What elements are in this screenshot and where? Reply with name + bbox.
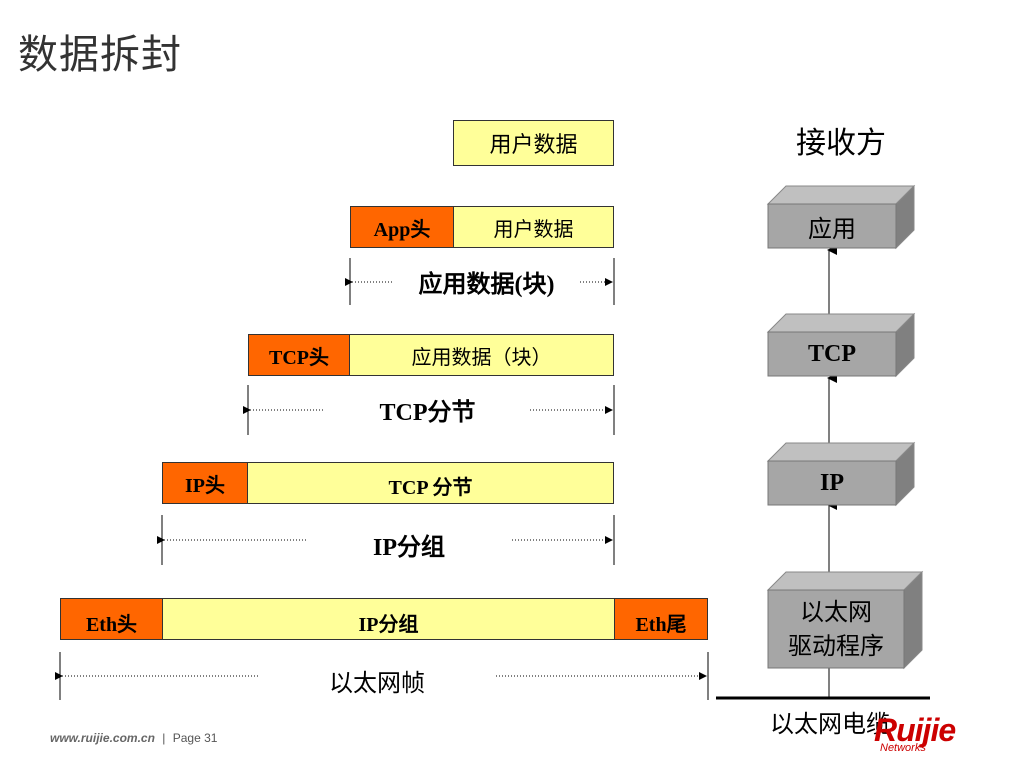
- tcp-segment-span-bracket: [243, 385, 615, 435]
- ip-header-box: IP头: [162, 462, 248, 504]
- tcp-segment-span-label: TCP分节: [327, 390, 528, 428]
- footer-url: www.ruijie.com.cn: [50, 731, 155, 745]
- eth-frame-span-label: 以太网帧: [260, 660, 494, 700]
- layer-label-tcp: TCP: [808, 340, 856, 367]
- layer-label-app: 应用: [808, 214, 856, 243]
- layer-block-driver: [766, 570, 924, 670]
- eth-trailer-box: Eth尾: [614, 598, 708, 640]
- footer: www.ruijie.com.cn | Page 31: [50, 731, 217, 745]
- cable-label: 以太网电缆: [770, 710, 890, 738]
- layer-block-ip: [766, 441, 916, 507]
- app-data-span-label: 应用数据(块): [395, 264, 578, 298]
- eth-payload-box: IP分组: [162, 598, 615, 640]
- layer-label-ip: IP: [820, 469, 844, 496]
- app-user-data-box: 用户数据: [453, 206, 614, 248]
- eth-frame-span-bracket: [55, 652, 709, 700]
- ip-packet-span-bracket: [157, 515, 615, 565]
- eth-header-box: Eth头: [60, 598, 163, 640]
- tcp-payload-box: 应用数据（块）: [349, 334, 614, 376]
- receiver-label: 接收方: [796, 126, 886, 161]
- footer-separator: |: [162, 731, 166, 745]
- ip-payload-box: TCP 分节: [247, 462, 614, 504]
- app-data-span-bracket: [345, 258, 615, 305]
- tcp-header-box: TCP头: [248, 334, 350, 376]
- page-title: 数据拆封: [18, 32, 182, 78]
- layer-block-app: [766, 184, 916, 250]
- ruijie-logo: Ruijie: [874, 712, 956, 748]
- ip-packet-span-label: IP分组: [308, 524, 510, 564]
- layer-block-tcp: [766, 312, 916, 378]
- layer-label-driver: 以太网 驱动程序: [788, 598, 884, 660]
- user-data-box: 用户数据: [453, 120, 614, 166]
- ruijie-logo-sub: Networks: [880, 742, 926, 754]
- footer-page: Page 31: [172, 731, 218, 745]
- app-header-box: App头: [350, 206, 454, 248]
